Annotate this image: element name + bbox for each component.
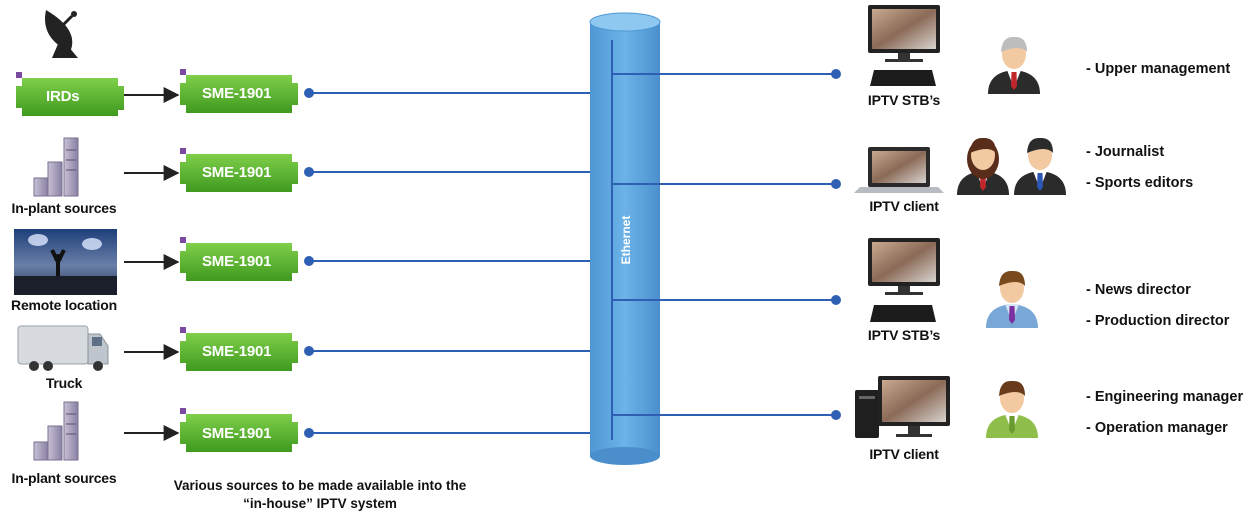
tv-stb-icon xyxy=(868,238,940,322)
businessman-avatar xyxy=(1014,137,1066,195)
ethernet-label: Ethernet xyxy=(619,216,633,265)
irds-box xyxy=(16,72,124,116)
role-label: - Upper management xyxy=(1086,61,1231,77)
encoders xyxy=(180,69,298,452)
role-label: - News director xyxy=(1086,282,1191,298)
laptop-icon xyxy=(854,147,944,193)
man-avatar xyxy=(986,380,1038,438)
caption-line-1: Various sources to be made available int… xyxy=(173,478,467,493)
role-label: - Sports editors xyxy=(1086,175,1194,191)
caption: Various sources to be made available int… xyxy=(174,477,467,513)
client-label: IPTV STB’s xyxy=(867,92,941,108)
avatars xyxy=(957,36,1066,438)
client-links xyxy=(612,69,841,420)
tv-stb-icon xyxy=(868,5,940,86)
caption-line-2: “in-house” IPTV system xyxy=(243,496,397,511)
client-label: IPTV client xyxy=(869,198,939,214)
client-label: IPTV client xyxy=(869,446,939,462)
encoder-box xyxy=(180,237,298,281)
source-label: Remote location xyxy=(11,297,117,313)
woman-avatar xyxy=(957,137,1009,195)
satellite-dish-icon xyxy=(45,10,78,58)
irds-label: IRDs xyxy=(46,88,80,105)
source-label: In-plant sources xyxy=(11,470,117,486)
encoder-links xyxy=(304,88,612,438)
encoder-label: SME-1901 xyxy=(202,343,272,360)
man-avatar xyxy=(986,270,1038,328)
encoder-label: SME-1901 xyxy=(202,85,272,102)
businessman-avatar xyxy=(988,36,1040,94)
server-rack-icon xyxy=(33,137,79,197)
broadcast-truck-icon xyxy=(17,325,109,371)
encoder-label: SME-1901 xyxy=(202,425,272,442)
encoder-label: SME-1901 xyxy=(202,164,272,181)
server-rack-icon xyxy=(33,401,79,461)
source-arrows xyxy=(124,87,180,441)
desktop-pc-icon xyxy=(855,376,950,438)
source-label: In-plant sources xyxy=(11,200,117,216)
role-label: - Engineering manager xyxy=(1086,389,1244,405)
encoder-box xyxy=(180,69,298,113)
role-label: - Operation manager xyxy=(1086,420,1228,436)
ethernet-backbone xyxy=(589,12,661,465)
role-label: - Journalist xyxy=(1086,144,1165,160)
encoder-label: SME-1901 xyxy=(202,253,272,270)
encoder-box xyxy=(180,148,298,192)
source-label: Truck xyxy=(45,375,83,391)
encoder-box xyxy=(180,408,298,452)
encoder-box xyxy=(180,327,298,371)
stadium-photo-icon xyxy=(14,229,117,295)
client-label: IPTV STB’s xyxy=(867,327,941,343)
role-label: - Production director xyxy=(1086,313,1230,329)
